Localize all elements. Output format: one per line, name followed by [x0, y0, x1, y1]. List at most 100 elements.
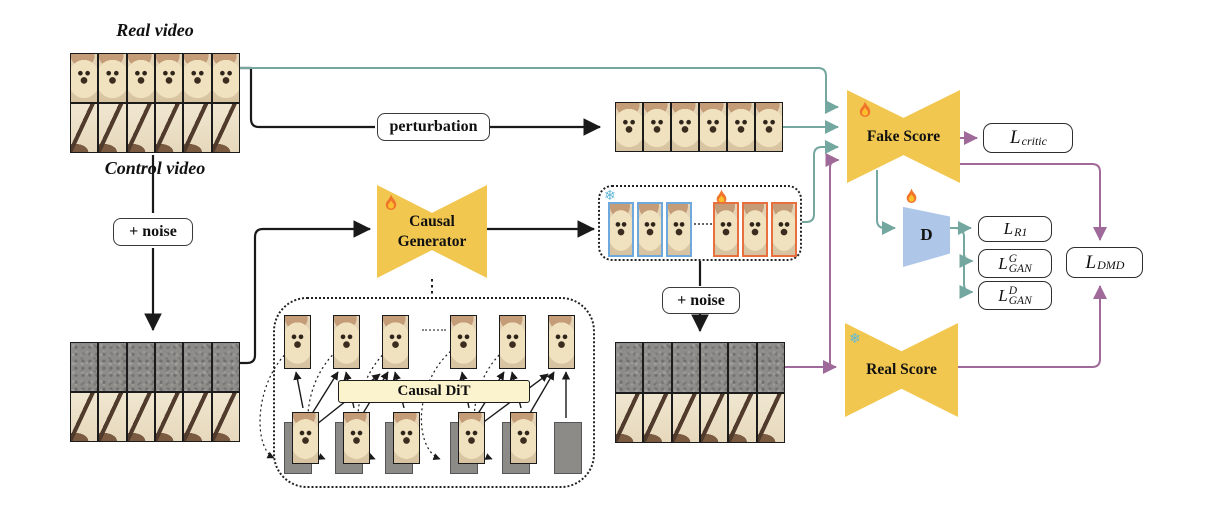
video-frame — [699, 102, 727, 152]
video-frame — [98, 342, 127, 392]
frame-thumb — [343, 412, 370, 464]
latent-unit — [284, 412, 320, 474]
latent-unit — [335, 412, 371, 474]
video-frame — [671, 342, 700, 393]
control-video-label: Control video — [104, 158, 206, 178]
fire-icon — [906, 188, 917, 203]
video-frame — [637, 202, 663, 257]
video-frame — [70, 342, 99, 392]
video-frame — [727, 102, 755, 152]
video-frame — [671, 392, 700, 443]
video-frame — [98, 392, 127, 442]
causal-dit-bar: Causal DiT — [338, 380, 530, 403]
fire-icon — [716, 189, 727, 204]
generated-frames-box: ❄ — [598, 185, 802, 261]
fire-icon — [385, 194, 397, 210]
video-frame — [70, 392, 99, 442]
video-frame — [728, 392, 757, 443]
frame-row — [713, 202, 797, 257]
frame-thumb — [458, 412, 485, 464]
video-frame — [333, 315, 360, 369]
frame-row — [70, 342, 240, 392]
video-frame — [211, 103, 240, 153]
add-noise-box-generated: + noise — [662, 287, 740, 314]
video-frame — [615, 342, 644, 393]
video-frame — [756, 342, 785, 393]
generated-frames-context — [608, 202, 692, 257]
snowflake-icon: ❄ — [849, 331, 861, 347]
real-video-label: Real video — [116, 20, 194, 40]
video-frame — [666, 202, 692, 257]
video-frame — [211, 392, 240, 442]
video-frame — [154, 53, 184, 103]
perturbation-box: perturbation — [377, 113, 490, 141]
video-frame — [70, 103, 99, 153]
frame-row — [615, 342, 785, 393]
video-frame — [450, 315, 477, 369]
causal-generator-label: Causal Generator — [397, 213, 467, 250]
latent-unit — [385, 412, 421, 474]
video-frame — [615, 102, 643, 152]
noise-latent — [554, 422, 582, 474]
video-frame — [643, 392, 672, 443]
ellipsis-dots — [422, 329, 446, 331]
frame-row — [70, 53, 240, 103]
frame-row — [70, 392, 240, 442]
frame-row — [615, 392, 785, 443]
latent-unit — [554, 412, 590, 474]
frame-row — [615, 102, 783, 152]
video-frame — [211, 53, 240, 103]
noisy-control-frames — [70, 342, 240, 442]
noisy-generated-frames — [615, 342, 785, 443]
frame-row — [450, 315, 575, 369]
video-frame — [183, 392, 212, 442]
video-frame — [211, 342, 240, 392]
video-frame — [671, 102, 699, 152]
video-frame — [499, 315, 526, 369]
video-frame — [126, 103, 155, 153]
video-frame — [382, 315, 409, 369]
video-frame — [699, 392, 729, 443]
frame-thumb — [510, 412, 537, 464]
dit-output-frames-left — [284, 315, 409, 369]
video-frame — [183, 103, 212, 153]
real-score-label: Real Score — [866, 361, 937, 379]
perturbed-frames — [615, 102, 783, 152]
generated-frames-current — [713, 202, 797, 257]
dit-output-frames-right — [450, 315, 575, 369]
video-frame — [615, 392, 644, 443]
video-frame — [154, 342, 184, 392]
add-noise-box-control: + noise — [113, 218, 193, 246]
fake-score-label: Fake Score — [866, 127, 941, 145]
video-frame — [643, 342, 672, 393]
frame-row — [284, 315, 409, 369]
fire-icon — [859, 101, 871, 117]
frame-thumb — [292, 412, 319, 464]
latent-unit — [450, 412, 486, 474]
video-frame — [643, 102, 671, 152]
video-frame — [755, 102, 783, 152]
video-frame — [183, 53, 212, 103]
video-frame — [154, 103, 184, 153]
video-frame — [713, 202, 739, 257]
video-frame — [699, 342, 729, 393]
video-frame — [98, 53, 127, 103]
discriminator-label: D — [920, 225, 933, 244]
frame-thumb — [393, 412, 420, 464]
video-frame — [608, 202, 634, 257]
ellipsis-dots — [694, 223, 712, 225]
video-frame — [126, 392, 155, 442]
real-video-frames — [70, 53, 240, 153]
video-frame — [183, 342, 212, 392]
video-frame — [126, 342, 155, 392]
video-frame — [756, 392, 785, 443]
frame-row — [70, 103, 240, 153]
video-frame — [771, 202, 797, 257]
video-frame — [742, 202, 768, 257]
